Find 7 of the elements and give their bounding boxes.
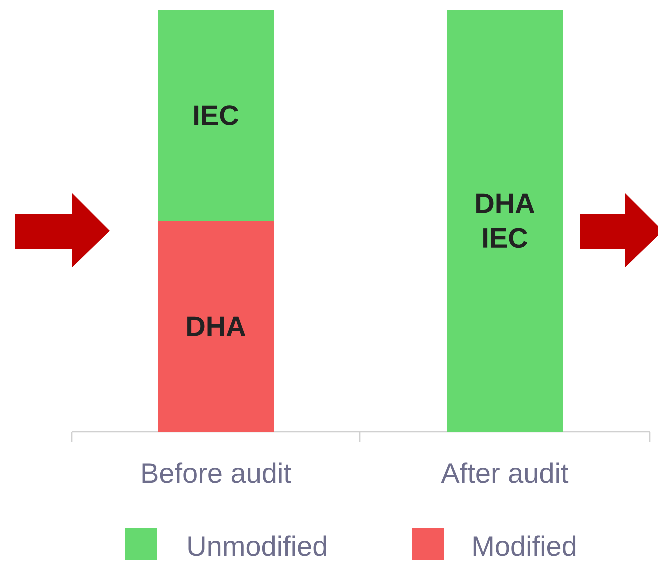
legend-label: Unmodified	[188, 536, 326, 556]
axis-label: Before audit	[142, 462, 292, 484]
axis-label: After audit	[441, 462, 569, 484]
bar-segment: DHA	[158, 221, 274, 432]
legend-label: Modified	[474, 536, 576, 556]
bar-segment: IEC	[158, 10, 274, 221]
bar-segment: DHA IEC	[447, 10, 563, 432]
